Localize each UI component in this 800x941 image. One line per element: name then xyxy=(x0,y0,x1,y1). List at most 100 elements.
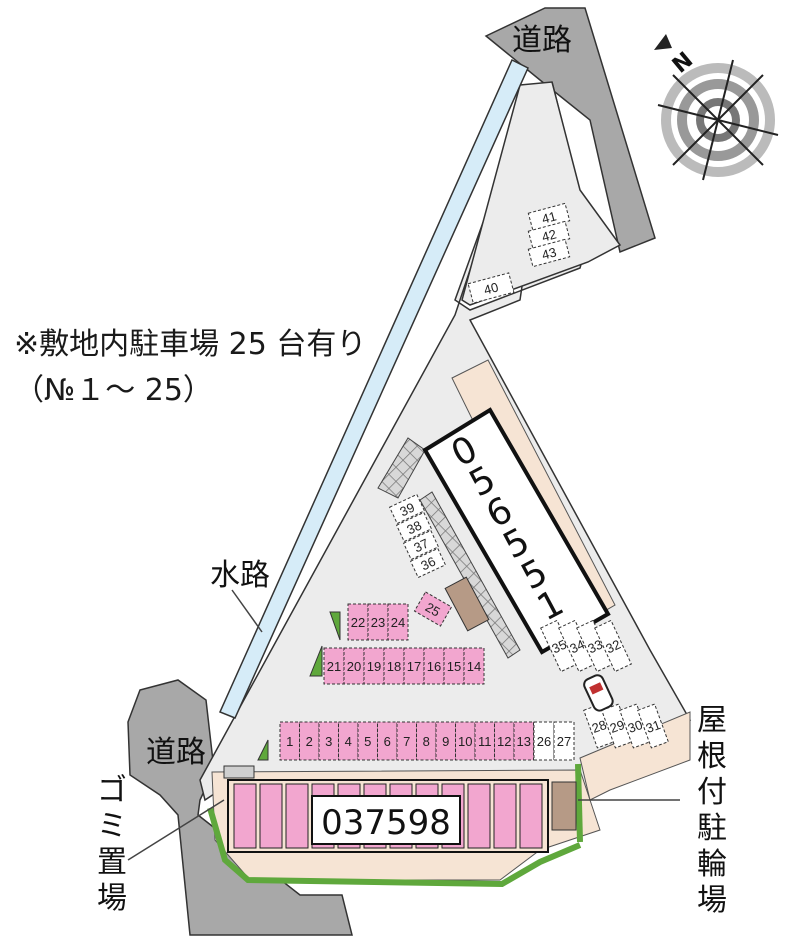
parking-slot: 34 xyxy=(558,619,596,673)
garbageLbl-char: ミ xyxy=(97,809,127,844)
parking-slot-number: 10 xyxy=(458,734,472,749)
green-triangle-3 xyxy=(257,739,269,761)
building-unit xyxy=(233,783,257,849)
road-label-top: 道路 xyxy=(512,23,572,58)
parking-note-line1: ※敷地内駐車場 25 台有り xyxy=(14,327,367,362)
parking-slot: 16 xyxy=(423,647,445,685)
parking-slot: 43 xyxy=(527,238,571,268)
parking-slot-number: 35 xyxy=(549,637,568,657)
parking-slot-box xyxy=(413,591,453,627)
parking-note-line2: （№１～ 25） xyxy=(14,373,213,408)
bikeLbl-char: 付 xyxy=(697,775,727,810)
parking-slot: 8 xyxy=(416,721,437,761)
parking-slot: 11 xyxy=(474,721,495,761)
parking-slot-number: 41 xyxy=(540,208,558,226)
site-upper xyxy=(461,81,622,306)
parking-slot-box xyxy=(396,721,417,761)
parking-slot-number: 20 xyxy=(347,659,361,674)
parking-slot: 21 xyxy=(323,647,345,685)
parking-slot-number: 30 xyxy=(626,717,645,736)
parking-slot-number: 37 xyxy=(411,536,430,556)
green-hedge xyxy=(207,807,582,888)
parking-slot-number: 8 xyxy=(423,734,430,749)
parking-slot-number: 38 xyxy=(404,518,423,538)
parking-slot-number: 4 xyxy=(345,734,352,749)
bicycle-shed xyxy=(551,781,577,831)
parking-slot-box xyxy=(299,721,320,761)
parking-slot-number: 28 xyxy=(590,717,609,736)
parking-slot: 30 xyxy=(619,703,651,749)
parking-slot: 35 xyxy=(540,619,578,673)
parking-slot-box xyxy=(388,493,426,525)
parking-slot-number: 26 xyxy=(537,734,551,749)
parking-slot-number: 16 xyxy=(427,659,441,674)
parking-slot: 40 xyxy=(467,272,515,304)
parking-slot: 4 xyxy=(338,721,359,761)
parking-slot-box xyxy=(594,619,632,673)
parking-slot-number: 33 xyxy=(585,637,604,657)
parking-slot: 27 xyxy=(553,721,575,761)
compass-icon: N xyxy=(654,34,779,181)
parking-slot-number: 27 xyxy=(557,734,571,749)
garbageLbl-char: ゴ xyxy=(97,773,127,808)
parking-slot-box xyxy=(463,647,485,685)
car-icon xyxy=(583,674,614,712)
parking-slot-number: 21 xyxy=(327,659,341,674)
parking-slot: 12 xyxy=(494,721,515,761)
building-unit xyxy=(519,783,543,849)
parking-slot: 29 xyxy=(601,703,633,749)
parking-slot: 13 xyxy=(513,721,534,761)
parking-slot-number: 15 xyxy=(447,659,461,674)
parking-slot-number: 11 xyxy=(478,734,492,749)
parking-slot-box xyxy=(494,721,515,761)
parking-slot: 1 xyxy=(279,721,300,761)
parking-slot: 17 xyxy=(403,647,425,685)
parking-slot-box xyxy=(409,547,447,579)
parking-slot: 19 xyxy=(363,647,385,685)
parking-slot: 33 xyxy=(576,619,614,673)
parking-slot-number: 3 xyxy=(325,734,332,749)
parking-slot-number: 1 xyxy=(286,734,293,749)
parking-slot-box xyxy=(338,721,359,761)
parking-slot: 37 xyxy=(402,529,440,561)
building-unit xyxy=(285,783,309,849)
waterway-label: 水路 xyxy=(210,558,270,593)
parking-slot: 26 xyxy=(533,721,555,761)
road-label-left: 道路 xyxy=(146,735,206,770)
storage-shed xyxy=(444,576,490,632)
parking-slot-box xyxy=(377,721,398,761)
parking-slot-number: 39 xyxy=(397,500,416,520)
parking-slot: 18 xyxy=(383,647,405,685)
garbageLbl-char: 置 xyxy=(97,845,127,880)
parking-slot-number: 19 xyxy=(367,659,381,674)
parking-slot-number: 6 xyxy=(384,734,391,749)
parking-slot-number: 17 xyxy=(407,659,421,674)
parking-slot-number: 23 xyxy=(371,615,385,630)
parking-slot-number: 13 xyxy=(517,734,531,749)
main-building-id: 037598 xyxy=(321,803,451,843)
parking-slot-box xyxy=(527,238,571,268)
parking-slot: 14 xyxy=(463,647,485,685)
bikeLbl-char: 駐 xyxy=(697,811,727,846)
parking-slot-number: 31 xyxy=(644,717,663,736)
parking-slot-number: 25 xyxy=(423,599,443,619)
parking-slot-box xyxy=(637,703,669,749)
parking-slot-box xyxy=(553,721,575,761)
green-triangle-1 xyxy=(329,611,341,641)
road-left xyxy=(127,679,353,936)
building-unit xyxy=(467,783,491,849)
parking-slot: 9 xyxy=(435,721,456,761)
garbage-area xyxy=(223,765,255,779)
parking-slot-box xyxy=(402,529,440,561)
bikeLbl-char: 根 xyxy=(697,739,727,774)
parking-slot: 36 xyxy=(409,547,447,579)
parking-slot: 32 xyxy=(594,619,632,673)
parking-slot-number: 22 xyxy=(351,615,365,630)
parking-slot: 22 xyxy=(347,603,369,641)
parking-slot-number: 32 xyxy=(603,637,622,657)
parking-slot-number: 18 xyxy=(387,659,401,674)
parking-slot: 7 xyxy=(396,721,417,761)
